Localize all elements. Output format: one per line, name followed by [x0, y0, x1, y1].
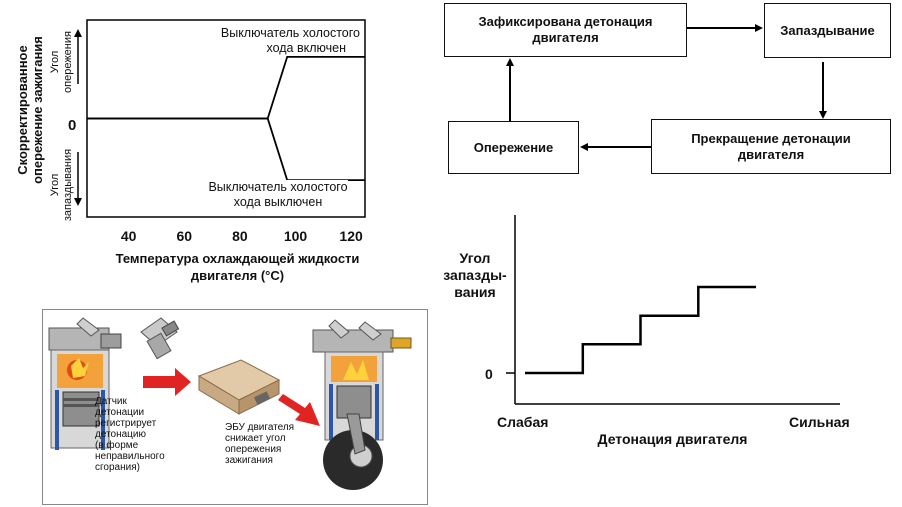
box-retard: Запаздывание	[764, 3, 891, 58]
ecu-icon	[197, 359, 281, 415]
arrowhead-stop-to-advance	[580, 143, 588, 151]
knock-sensor-caption-line: детонацию	[95, 429, 146, 440]
chart1-xtick-label: 80	[232, 228, 248, 244]
box-retard-text: Запаздывание	[780, 22, 875, 38]
retard-arrowhead	[74, 198, 82, 206]
knock-sensor-caption-line: неправильного	[95, 451, 165, 462]
chart2-ylabel-line3: вания	[454, 284, 496, 300]
box-knock-detected-text: Зафиксирована детонация двигателя	[478, 14, 653, 45]
chart2-weak-label: Слабая	[497, 414, 549, 430]
box-knock-stopped: Прекращение детонации двигателя	[651, 119, 891, 174]
chart1-xtick-label: 120	[339, 228, 363, 244]
idle-off-line2: хода выключен	[233, 195, 323, 209]
idle-on-line2: хода включен	[266, 41, 346, 55]
chart2-xlabel: Детонация двигателя	[597, 431, 748, 447]
chart1-xlabel: Температура охлаждающей жидкости двигате…	[95, 250, 380, 284]
idle-off-line1: Выключатель холостого	[208, 180, 348, 195]
knock-sensor-caption-line: регистрирует	[95, 418, 157, 429]
chart1-xlabel-line2: двигателя (°C)	[190, 268, 285, 283]
knock-sensor-caption-line: Датчик	[95, 396, 127, 407]
knock-illustration-svg	[48, 317, 412, 490]
advance-arrowhead	[74, 29, 82, 37]
engine-knock-illustration	[48, 317, 122, 450]
chart1-xlabel-line1: Температура охлаждающей жидкости	[115, 251, 360, 266]
knock-sensor-caption-line: сгорания)	[95, 462, 140, 473]
chart2-zero-label: 0	[485, 366, 493, 382]
ecu-caption-line: ЭБУ двигателя	[225, 422, 295, 433]
box-knock-detected: Зафиксирована детонация двигателя	[444, 3, 687, 57]
knock-sensor-caption-line: (в форме	[95, 440, 139, 451]
arrowhead-retard-to-stop	[819, 111, 827, 119]
arrowhead-detect-to-retard	[755, 24, 763, 32]
idle-on-line1: Выключатель холостого	[220, 26, 360, 40]
retard-step-series-line	[525, 285, 756, 375]
box-advance-text: Опережение	[473, 139, 554, 155]
chart2-ylabel-line2: запазды-	[443, 267, 507, 283]
box-knock-stopped-text: Прекращение детонации двигателя	[691, 130, 851, 162]
box-advance: Опережение	[448, 121, 579, 174]
chart2-ylabel-line1: Угол	[459, 250, 491, 266]
red-arrow-sensor-to-ecu	[143, 368, 191, 396]
engine-retarded-illustration	[312, 319, 412, 490]
chart1-xtick-label: 40	[120, 228, 137, 244]
chart2-strong-label: Сильная	[789, 414, 850, 430]
ecu-caption-line: зажигания	[225, 455, 273, 466]
idle-on-label: Выключатель холостого хода включен	[190, 26, 360, 56]
red-arrow-ecu-to-engine	[278, 394, 320, 426]
knock-sensor-caption-line: детонации	[95, 407, 145, 418]
chart2-ylabel: Угол запазды- вания	[435, 250, 515, 301]
chart1-xtick-label: 60	[176, 228, 193, 244]
ecu-caption-line: опережения	[225, 444, 282, 455]
chart1-zero-label: 0	[68, 117, 77, 134]
ecu-caption-line: снижает угол	[225, 433, 286, 444]
arrowhead-advance-to-detect	[506, 58, 514, 66]
idle-off-label: Выключатель холостого хода выключен	[190, 180, 366, 210]
chart1-xtick-label: 100	[283, 228, 308, 244]
knock-sensor-icon	[140, 317, 180, 360]
